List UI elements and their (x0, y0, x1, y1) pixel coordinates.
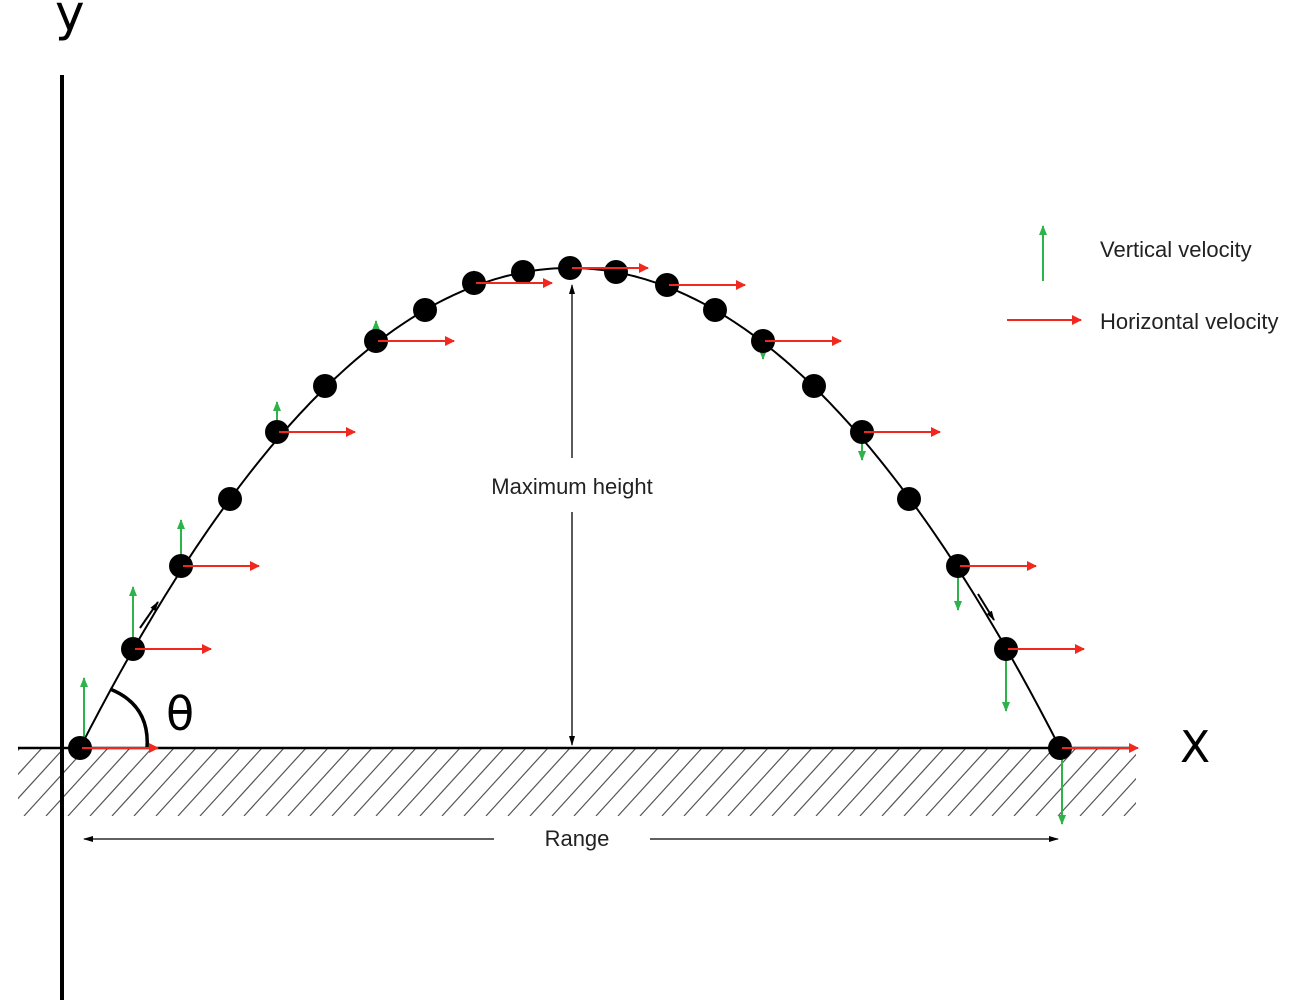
hatch-line (969, 748, 1033, 816)
direction-arrow-descending-icon (977, 593, 995, 621)
hatch-line (441, 748, 505, 816)
hatch-line (705, 748, 769, 816)
hatch-line (111, 748, 175, 816)
projectile-ball (703, 298, 727, 322)
legend: Vertical velocity Horizontal velocity (1007, 225, 1279, 334)
hatch-line (18, 748, 43, 776)
hatch-line (221, 748, 285, 816)
hatch-line (551, 748, 615, 816)
hatch-line (287, 748, 351, 816)
hatch-line (661, 748, 725, 816)
projectile-positions (68, 256, 1072, 760)
projectile-ball (265, 420, 289, 444)
direction-arrow-ascending-icon (139, 601, 159, 629)
range-label: Range (545, 826, 610, 851)
hatch-line (353, 748, 417, 816)
hatch-line (199, 748, 263, 816)
hatch-line (749, 748, 813, 816)
projectile-ball (994, 637, 1018, 661)
projectile-ball (462, 271, 486, 295)
hatch-line (1035, 748, 1099, 816)
hatch-line (595, 748, 659, 816)
hatch-line (1057, 748, 1121, 816)
projectile-ball (68, 736, 92, 760)
projectile-ball (655, 273, 679, 297)
projectile-ball (897, 487, 921, 511)
projectile-ball (850, 420, 874, 444)
hatch-line (837, 748, 901, 816)
hatch-line (331, 748, 395, 816)
hatch-line (133, 748, 197, 816)
hatch-line (903, 748, 967, 816)
hatch-line (89, 748, 153, 816)
projectile-ball (558, 256, 582, 280)
hatch-line (947, 748, 1011, 816)
hatch-line (1079, 753, 1136, 816)
x-axis-label: X (1180, 722, 1210, 773)
projectile-ball (364, 329, 388, 353)
hatch-line (859, 748, 923, 816)
hatch-line (375, 748, 439, 816)
projectile-ball (1048, 736, 1072, 760)
legend-vertical-label: Vertical velocity (1100, 237, 1252, 262)
projectile-ball (802, 374, 826, 398)
hatch-line (793, 748, 857, 816)
hatch-line (573, 748, 637, 816)
hatch-line (617, 748, 681, 816)
projectile-ball (751, 329, 775, 353)
hatch-line (771, 748, 835, 816)
hatch-line (529, 748, 593, 816)
hatch-line (419, 748, 483, 816)
projectile-ball (511, 260, 535, 284)
projectile-ball (946, 554, 970, 578)
hatch-line (727, 748, 791, 816)
projectile-ball (121, 637, 145, 661)
hatch-line (265, 748, 329, 816)
hatch-line (67, 748, 131, 816)
hatch-line (1013, 748, 1077, 816)
projectile-ball (313, 374, 337, 398)
angle-label: θ (166, 687, 194, 741)
ground-hatching (18, 748, 1136, 816)
hatch-line (177, 748, 241, 816)
hatch-line (463, 748, 527, 816)
projectile-ball (169, 554, 193, 578)
projectile-ball (604, 260, 628, 284)
hatch-line (1101, 777, 1136, 816)
legend-horizontal-label: Horizontal velocity (1100, 309, 1279, 334)
hatch-line (683, 748, 747, 816)
hatch-line (243, 748, 307, 816)
hatch-line (925, 748, 989, 816)
hatch-line (18, 748, 21, 752)
max-height-label: Maximum height (491, 474, 652, 499)
hatch-line (23, 748, 87, 816)
hatch-line (507, 748, 571, 816)
projectile-ball (218, 487, 242, 511)
horizontal-velocity-vectors (82, 263, 1139, 753)
hatch-line (1123, 801, 1136, 816)
hatch-line (815, 748, 879, 816)
y-axis-label: y (55, 0, 85, 42)
vertical-velocity-vectors (80, 270, 1066, 825)
projectile-ball (413, 298, 437, 322)
hatch-line (397, 748, 461, 816)
hatch-line (485, 748, 549, 816)
hatch-line (881, 748, 945, 816)
hatch-line (155, 748, 219, 816)
hatch-line (991, 748, 1055, 816)
launch-angle-arc (109, 687, 149, 749)
hatch-line (639, 748, 703, 816)
hatch-line (309, 748, 373, 816)
hatch-line (45, 748, 109, 816)
hatch-line (18, 748, 65, 800)
